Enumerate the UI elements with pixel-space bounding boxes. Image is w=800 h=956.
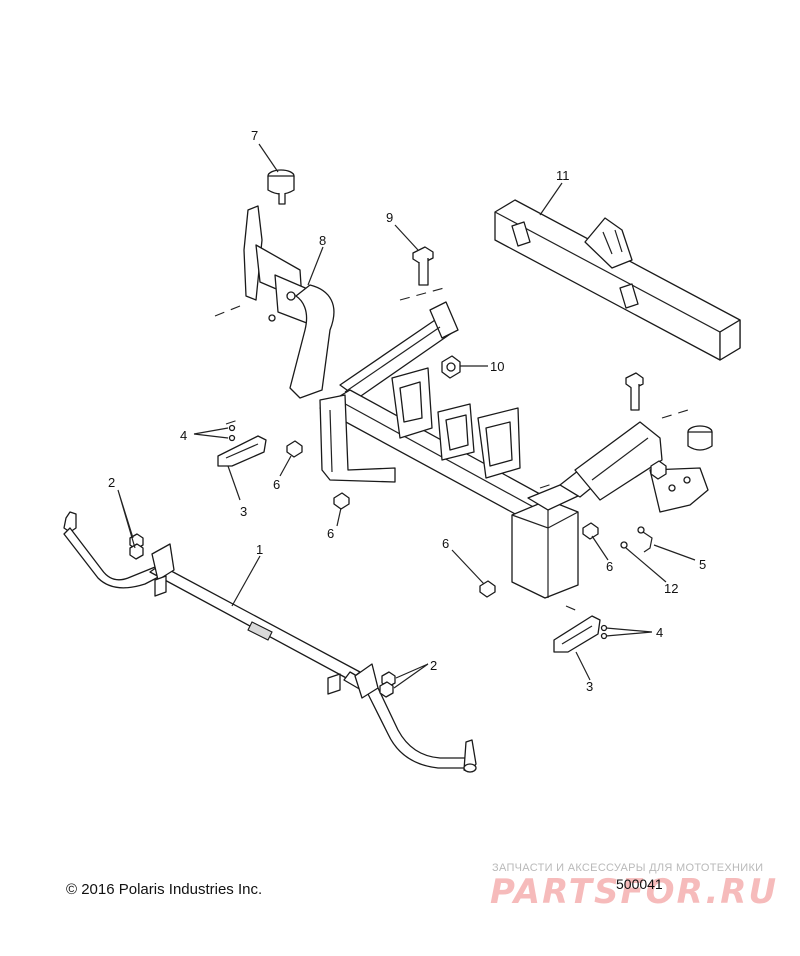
copyright-text: © 2016 Polaris Industries Inc. — [66, 881, 263, 898]
part-5-clip — [637, 526, 653, 553]
callout-9: 9 — [386, 210, 393, 225]
watermark-tagline: ЗАПЧАСТИ И АКСЕССУАРЫ ДЛЯ МОТОТЕХНИКИ — [492, 862, 764, 874]
callout-5: 5 — [699, 557, 706, 572]
callout-2-left: 2 — [108, 475, 115, 490]
part-6-bolt-b — [333, 492, 350, 510]
leader-lines — [117, 143, 696, 689]
callout-10: 10 — [490, 359, 504, 374]
part-9-bolt — [412, 246, 434, 286]
watermark-logo: PARTSFOR.RU — [490, 872, 779, 912]
callout-6-a: 6 — [273, 477, 280, 492]
callout-6-c: 6 — [442, 536, 449, 551]
part-2-nuts-right — [379, 671, 396, 698]
callout-8: 8 — [319, 233, 326, 248]
alignment-lines — [214, 287, 689, 613]
part-3-bracket-left — [217, 435, 267, 467]
part-7-bump-stop — [267, 169, 295, 205]
callout-6-d: 6 — [606, 559, 613, 574]
part-11-cross-tube — [494, 199, 741, 361]
part-4-screws-left — [228, 424, 236, 442]
part-4-screws-right — [600, 624, 608, 640]
part-6-bolt-c — [582, 522, 599, 540]
part-8-left-bracket — [243, 205, 335, 399]
callout-11: 11 — [556, 168, 570, 183]
part-6-bolt-a — [286, 440, 303, 458]
callout-3-right: 3 — [586, 679, 593, 694]
right-nut — [650, 460, 667, 480]
callout-12: 12 — [664, 581, 678, 596]
part-12-pin — [620, 541, 628, 549]
callout-1: 1 — [256, 542, 263, 557]
part-3-bracket-right — [553, 615, 601, 653]
document-number: 500041 — [616, 876, 663, 892]
callout-4-right: 4 — [656, 625, 663, 640]
callout-3-left: 3 — [240, 504, 247, 519]
right-bolt — [625, 372, 644, 411]
callout-7: 7 — [251, 128, 258, 143]
main-frame — [319, 301, 709, 599]
callouts: 7 8 9 11 10 4 3 6 6 2 1 2 6 6 5 12 4 3 — [108, 128, 706, 694]
part-6-bolt-d — [479, 580, 496, 598]
right-bump-stop — [687, 425, 713, 451]
part-1-stabilizer-bar — [63, 511, 477, 773]
callout-4-left: 4 — [180, 428, 187, 443]
callout-6-b: 6 — [327, 526, 334, 541]
part-10-nut — [441, 355, 461, 379]
callout-2-right: 2 — [430, 658, 437, 673]
